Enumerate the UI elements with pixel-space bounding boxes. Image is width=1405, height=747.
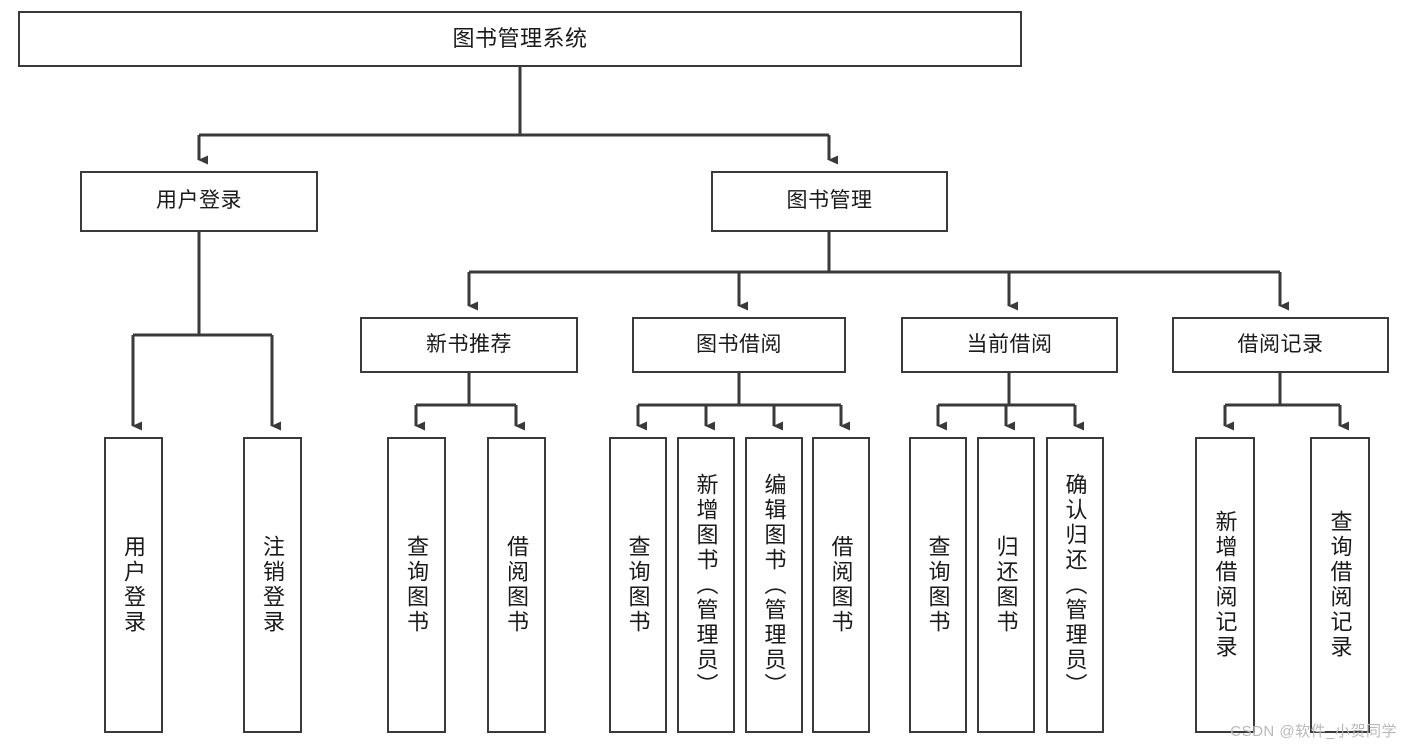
node-label: 用户登录 — [121, 535, 147, 635]
node-book-borrow[interactable]: 图书借阅 — [632, 317, 846, 373]
csdn-watermark: CSDN @软件_小贺同学 — [1230, 723, 1397, 740]
node-leaf-borrow-book-1[interactable]: 借阅图书 — [487, 437, 546, 733]
node-label: 借阅图书 — [828, 535, 854, 635]
node-label: 借阅记录 — [1237, 332, 1324, 356]
node-label: 新书推荐 — [426, 332, 512, 356]
node-label: 图书借阅 — [696, 332, 782, 356]
node-label: 新增借阅记录 — [1212, 510, 1238, 660]
node-leaf-user-logout[interactable]: 注销登录 — [243, 437, 302, 733]
node-leaf-query-book-1[interactable]: 查询图书 — [387, 437, 446, 733]
node-leaf-confirm-return[interactable]: 确认归还（管理员） — [1046, 437, 1104, 733]
node-leaf-query-book-2[interactable]: 查询图书 — [609, 437, 667, 733]
node-label: 注销登录 — [260, 535, 286, 635]
node-label: 用户登录 — [156, 189, 242, 213]
node-label: 归还图书 — [993, 535, 1019, 635]
node-new-book-recommend[interactable]: 新书推荐 — [360, 317, 578, 373]
node-label: 当前借阅 — [966, 332, 1053, 356]
node-leaf-add-book[interactable]: 新增图书（管理员） — [677, 437, 735, 733]
node-leaf-query-record[interactable]: 查询借阅记录 — [1310, 437, 1370, 733]
node-current-borrow[interactable]: 当前借阅 — [901, 317, 1118, 373]
node-book-manage[interactable]: 图书管理 — [711, 171, 948, 232]
node-label: 借阅图书 — [504, 535, 530, 635]
node-label: 图书管理系统 — [452, 26, 588, 52]
node-borrow-record[interactable]: 借阅记录 — [1172, 317, 1389, 373]
node-label: 新增图书（管理员） — [693, 472, 719, 698]
node-leaf-borrow-book-2[interactable]: 借阅图书 — [812, 437, 870, 733]
node-root-system[interactable]: 图书管理系统 — [18, 11, 1022, 67]
node-label: 查询图书 — [404, 535, 430, 635]
node-label: 查询图书 — [625, 535, 651, 635]
node-label: 编辑图书（管理员） — [761, 472, 787, 698]
node-leaf-user-login[interactable]: 用户登录 — [104, 437, 163, 733]
node-leaf-query-book-3[interactable]: 查询图书 — [909, 437, 967, 733]
node-leaf-return-book[interactable]: 归还图书 — [977, 437, 1035, 733]
node-leaf-edit-book[interactable]: 编辑图书（管理员） — [745, 437, 803, 733]
node-label: 查询借阅记录 — [1327, 510, 1353, 660]
node-label: 确认归还（管理员） — [1062, 472, 1088, 698]
node-user-login[interactable]: 用户登录 — [80, 171, 318, 232]
node-label: 图书管理 — [786, 189, 873, 213]
node-leaf-add-record[interactable]: 新增借阅记录 — [1195, 437, 1255, 733]
node-label: 查询图书 — [925, 535, 951, 635]
